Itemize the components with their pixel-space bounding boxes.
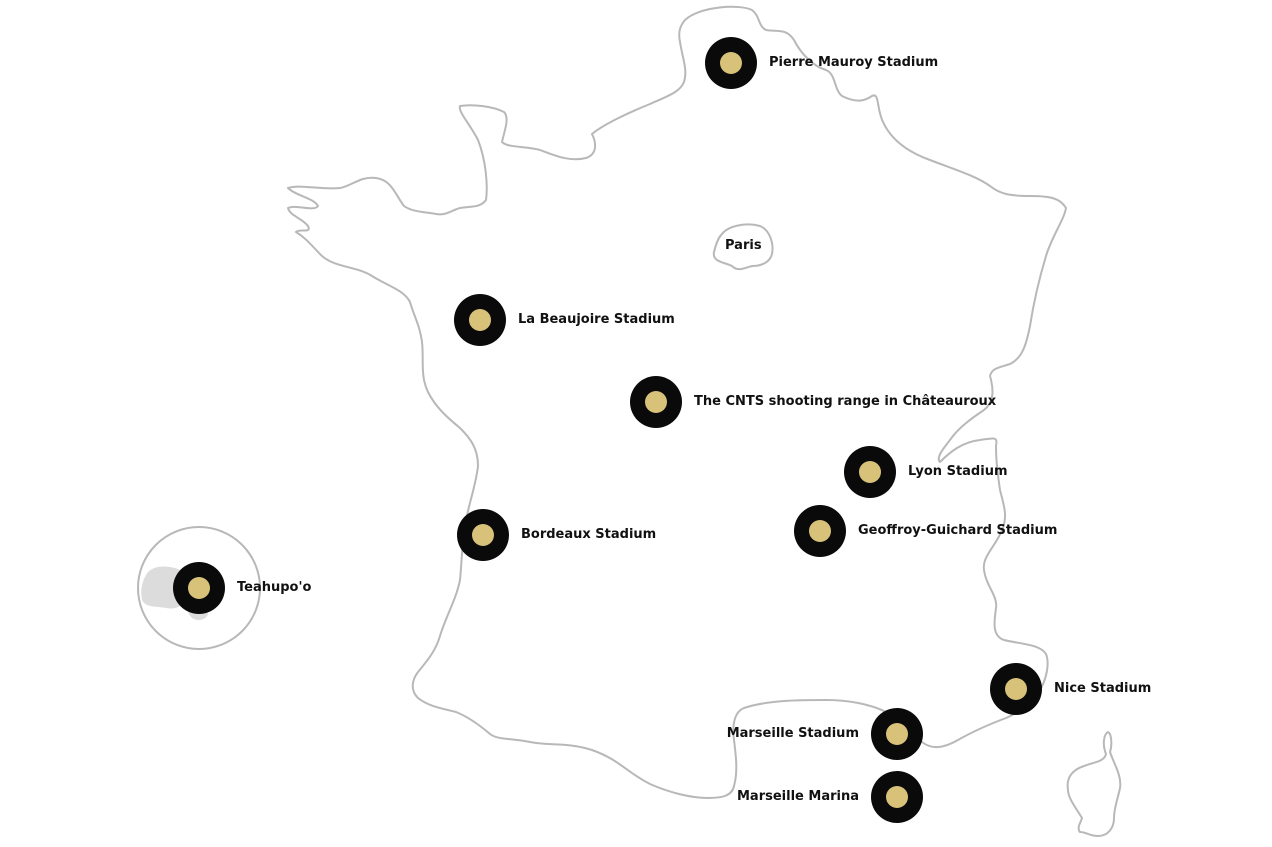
venue-marker-icon[interactable] <box>173 562 225 614</box>
venue-marker-icon[interactable] <box>990 663 1042 715</box>
venue-marker-icon[interactable] <box>844 446 896 498</box>
venue-marker-icon[interactable] <box>871 771 923 823</box>
marker-center-dot <box>859 461 881 483</box>
corsica-outline <box>1066 731 1122 837</box>
venue-marker-icon[interactable] <box>871 708 923 760</box>
venue-marker-icon[interactable] <box>457 509 509 561</box>
marker-center-dot <box>469 309 491 331</box>
france-mainland-outline <box>287 5 1067 799</box>
marker-center-dot <box>886 786 908 808</box>
venue-marker-icon[interactable] <box>705 37 757 89</box>
venue-label[interactable]: The CNTS shooting range in Châteauroux <box>694 394 997 409</box>
venue-marker-icon[interactable] <box>630 376 682 428</box>
venue-label[interactable]: Teahupo'o <box>237 580 312 595</box>
marker-center-dot <box>809 520 831 542</box>
venue-marker-icon[interactable] <box>454 294 506 346</box>
paris-label: Paris <box>725 238 762 253</box>
venue-label[interactable]: Marseille Stadium <box>726 726 859 741</box>
tahiti-inset-circle <box>137 526 261 650</box>
venue-label[interactable]: Marseille Marina <box>737 789 859 804</box>
marker-center-dot <box>472 524 494 546</box>
venue-label[interactable]: Lyon Stadium <box>908 464 1008 479</box>
marker-center-dot <box>645 391 667 413</box>
venue-label[interactable]: Pierre Mauroy Stadium <box>769 55 939 70</box>
marker-center-dot <box>1005 678 1027 700</box>
venue-marker-icon[interactable] <box>794 505 846 557</box>
venue-label[interactable]: Bordeaux Stadium <box>521 527 657 542</box>
venue-label[interactable]: La Beaujoire Stadium <box>518 312 675 327</box>
paris-outline <box>712 223 774 271</box>
marker-center-dot <box>720 52 742 74</box>
venue-label[interactable]: Geoffroy-Guichard Stadium <box>858 523 1058 538</box>
marker-center-dot <box>886 723 908 745</box>
venue-label[interactable]: Nice Stadium <box>1054 681 1152 696</box>
marker-center-dot <box>188 577 210 599</box>
